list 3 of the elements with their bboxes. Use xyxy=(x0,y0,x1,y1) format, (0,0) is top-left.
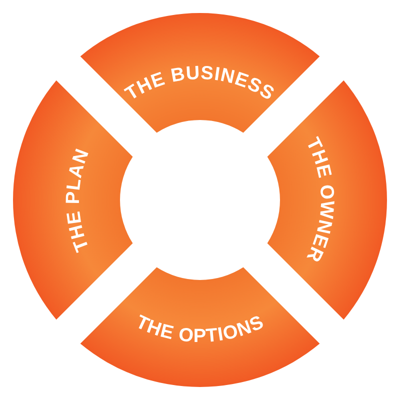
ring-segment xyxy=(80,267,320,387)
ring-segment xyxy=(80,13,320,133)
segment-label: THE OPTIONS xyxy=(132,312,268,348)
